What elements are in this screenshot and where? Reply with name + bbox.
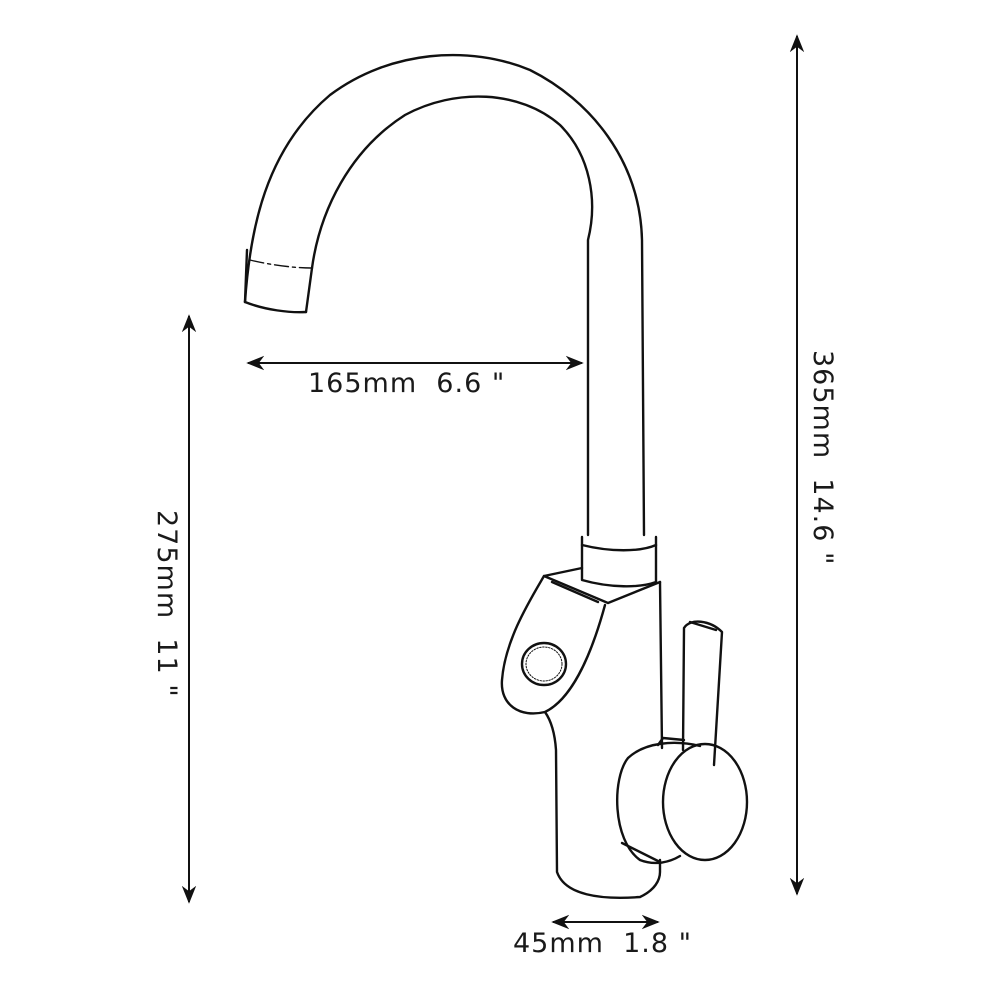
base-diameter-label: 45mm 1.8 ": [513, 928, 693, 959]
faucet-body: [500, 535, 664, 899]
dimension-arrows: [181, 34, 805, 930]
spout-height-label: 275mm 11 ": [151, 510, 182, 698]
faucet-handle: [616, 620, 749, 865]
faucet-spout: [243, 53, 646, 537]
spout-reach-label: 165mm 6.6 ": [308, 368, 506, 399]
total-height-label: 365mm 14.6 ": [807, 350, 838, 566]
